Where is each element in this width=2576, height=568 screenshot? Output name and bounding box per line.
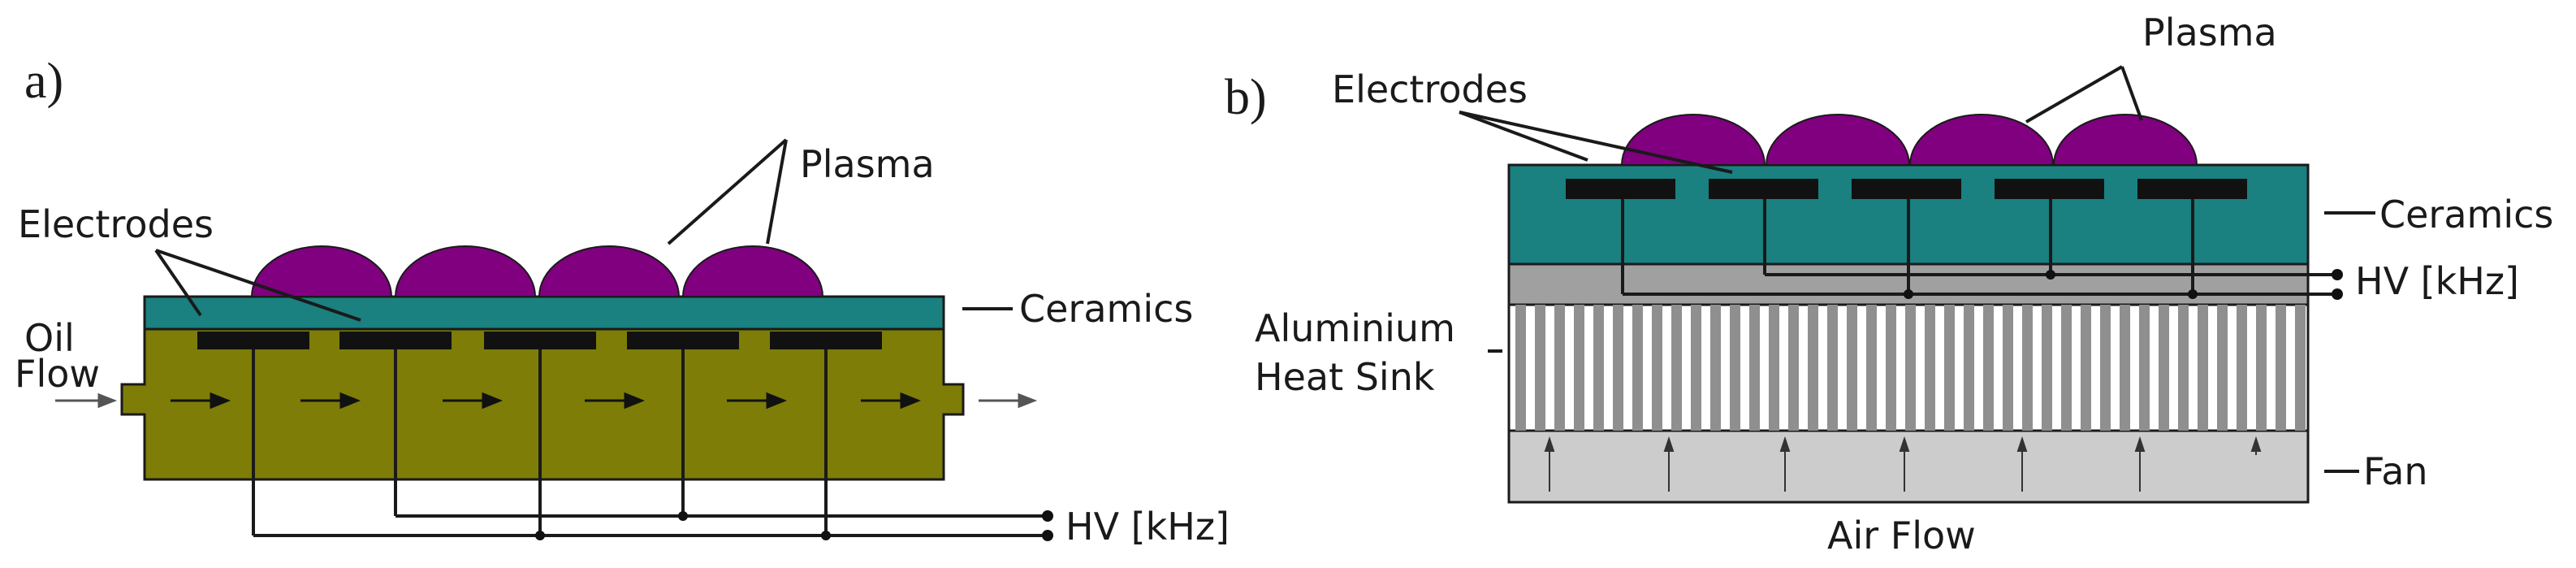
heat-sink-fin bbox=[1964, 305, 1974, 431]
heat-sink-fin bbox=[2120, 305, 2130, 431]
panel-a: a) bbox=[15, 54, 1230, 548]
air-flow-label: Air Flow bbox=[1827, 514, 1976, 557]
heat-sink-fin bbox=[2295, 305, 2306, 431]
heat-sink-fin bbox=[2042, 305, 2052, 431]
flow-label: Flow bbox=[15, 352, 100, 396]
heat-sink-fin bbox=[1749, 305, 1760, 431]
heat-sink-fin bbox=[1671, 305, 1682, 431]
oil-label: Oil bbox=[24, 316, 75, 360]
heat-sink-fin bbox=[1866, 305, 1877, 431]
heat-sink-fin bbox=[1574, 305, 1584, 431]
heat-sink-fin bbox=[2003, 305, 2013, 431]
ceramics-label-a: Ceramics bbox=[1019, 287, 1193, 331]
heat-sink-fin bbox=[1730, 305, 1740, 431]
heat-sink-fin bbox=[2237, 305, 2247, 431]
heat-sink-fin bbox=[2198, 305, 2208, 431]
plasma-domes-a bbox=[250, 245, 824, 297]
heat-sink-fin bbox=[2178, 305, 2189, 431]
panel-a-label: a) bbox=[24, 54, 63, 109]
wiring-a bbox=[252, 349, 1053, 541]
heat-sink-fin bbox=[1886, 305, 1896, 431]
heat-sink-fin bbox=[1710, 305, 1721, 431]
heat-sink-fin bbox=[2217, 305, 2228, 431]
wiring-b bbox=[1621, 199, 2343, 300]
heat-sink-fin bbox=[1944, 305, 1955, 431]
ceramics-layer-a bbox=[143, 295, 945, 331]
fan-layer bbox=[1507, 429, 2310, 504]
heat-sink-fin bbox=[2139, 305, 2150, 431]
hv-label-a: HV [kHz] bbox=[1065, 505, 1230, 548]
electrodes-b bbox=[1566, 179, 2247, 199]
heat-sink-fin bbox=[1808, 305, 1818, 431]
plasma-label-b: Plasma bbox=[2142, 11, 2277, 54]
heat-sink-fin bbox=[1632, 305, 1643, 431]
heat-sink-fin bbox=[1769, 305, 1779, 431]
heat-sink-fin bbox=[2081, 305, 2091, 431]
electrodes-label-a: Electrodes bbox=[18, 202, 214, 246]
leaders-a bbox=[154, 138, 1013, 322]
electrodes-a bbox=[197, 332, 882, 349]
heat-sink-fin bbox=[1983, 305, 1994, 431]
electrodes-label-b: Electrodes bbox=[1332, 67, 1528, 111]
heat-sink-fin bbox=[1847, 305, 1857, 431]
heat-sink-label-line2: Heat Sink bbox=[1255, 355, 1435, 399]
plasma-domes-b bbox=[1620, 114, 2198, 166]
heat-sink-fin bbox=[1535, 305, 1545, 431]
heat-sink-fin bbox=[1691, 305, 1701, 431]
heat-sink-fin bbox=[2276, 305, 2286, 431]
heat-sink-fin bbox=[2100, 305, 2111, 431]
heat-sink-fin bbox=[2256, 305, 2267, 431]
heat-sink-fin bbox=[1593, 305, 1604, 431]
heat-sink-fin bbox=[1613, 305, 1623, 431]
heat-sink-fin bbox=[2022, 305, 2033, 431]
inlet-arrow bbox=[55, 392, 118, 409]
heat-sink-fin bbox=[1925, 305, 1935, 431]
heat-sink-fin bbox=[1827, 305, 1838, 431]
panel-b: b) bbox=[1225, 11, 2553, 557]
leaders-b bbox=[1459, 65, 2375, 473]
fan-label: Fan bbox=[2363, 449, 2428, 493]
heat-sink-label-line1: Aluminium bbox=[1255, 306, 1455, 350]
heat-sink-fin bbox=[1554, 305, 1565, 431]
oil-body bbox=[120, 322, 965, 481]
heat-sink-fin bbox=[2159, 305, 2169, 431]
panel-b-label: b) bbox=[1225, 70, 1267, 125]
heat-sink-fin-group bbox=[1515, 305, 2306, 431]
hv-label-b: HV [kHz] bbox=[2355, 259, 2519, 303]
fan-arrows bbox=[1544, 436, 2262, 492]
heat-sink-fin bbox=[1652, 305, 1662, 431]
heat-sink-fin bbox=[2061, 305, 2072, 431]
heat-sink-fin bbox=[1905, 305, 1916, 431]
plasma-label-a: Plasma bbox=[800, 142, 935, 186]
heat-sink-fin bbox=[1788, 305, 1799, 431]
ceramics-label-b: Ceramics bbox=[2379, 193, 2553, 236]
outlet-arrow bbox=[979, 392, 1038, 409]
heat-sink-fin bbox=[1515, 305, 1526, 431]
oil-flow-arrows bbox=[171, 392, 922, 410]
